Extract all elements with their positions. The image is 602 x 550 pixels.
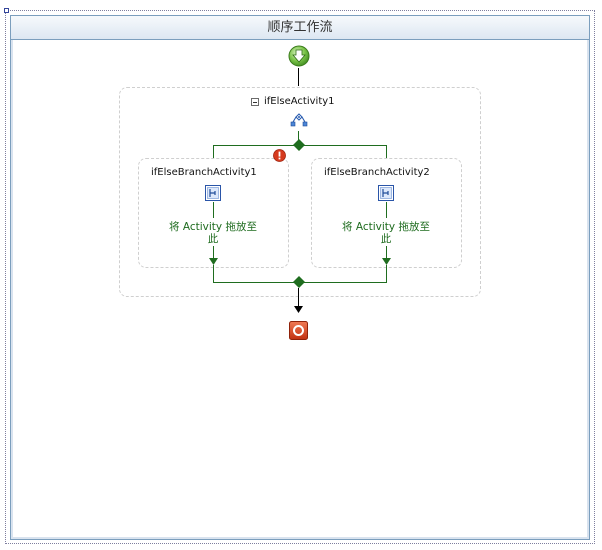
selection-handle[interactable] (4, 8, 9, 13)
start-down-arrow-icon (288, 45, 310, 67)
branch-1-drop-text[interactable]: 将 Activity 拖放至 此 (158, 221, 268, 245)
connector-ifelse-top (298, 131, 299, 141)
branch-1-drop-text-line2: 此 (207, 233, 219, 245)
branch-1-label: ifElseBranchActivity1 (151, 167, 257, 178)
ifelse-activity-icon (290, 113, 308, 127)
connector-end (298, 288, 299, 308)
ifelse-activity-container[interactable] (119, 87, 481, 297)
branch-2-drop-text-line1: 将 Activity 拖放至 (342, 221, 430, 233)
branch-2-label: ifElseBranchActivity2 (324, 167, 430, 178)
branch-1-arrow (209, 258, 218, 265)
workflow-title[interactable]: 顺序工作流 (11, 16, 589, 40)
branch-2-line-bottom (386, 246, 387, 260)
branch-1-drop-text-line1: 将 Activity 拖放至 (169, 221, 257, 233)
branch-2-line-top (386, 202, 387, 218)
branch-2-arrow (382, 258, 391, 265)
split-line-horizontal (213, 145, 387, 146)
join-line-right (386, 265, 387, 282)
ifelse-activity-label: ifElseActivity1 (264, 96, 335, 107)
branch-1-line-bottom (213, 246, 214, 260)
error-exclamation-icon[interactable] (273, 149, 286, 162)
collapse-toggle-icon[interactable] (251, 98, 259, 106)
branch-activity-icon (205, 185, 221, 201)
connector-end-arrow (294, 306, 303, 313)
sequential-workflow-frame[interactable] (10, 15, 590, 540)
designer-selection-border (5, 10, 595, 544)
connector-start (298, 68, 299, 86)
join-line-left (213, 265, 214, 282)
branch-2-drop-text[interactable]: 将 Activity 拖放至 此 (331, 221, 441, 245)
branch-2-drop-text-line2: 此 (380, 233, 392, 245)
split-line-right (386, 145, 387, 159)
join-diamond (293, 276, 305, 288)
split-line-left (213, 145, 214, 159)
branch-activity-icon (378, 185, 394, 201)
branch-1-line-top (213, 202, 214, 218)
end-stop-icon (289, 321, 308, 340)
